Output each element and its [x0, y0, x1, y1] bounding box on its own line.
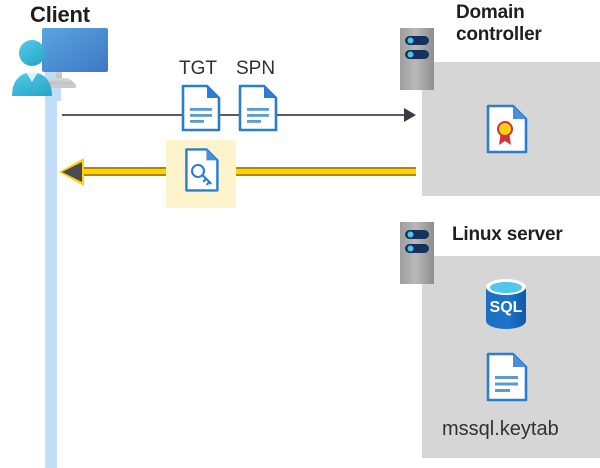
client-computer-user-icon — [10, 26, 110, 102]
certificate-icon — [486, 104, 528, 159]
keytab-file-label: mssql.keytab — [442, 418, 559, 440]
response-arrow-line-left — [80, 167, 166, 176]
server-rack-icon-domain-controller — [400, 28, 434, 90]
request-arrow-line — [62, 114, 410, 116]
page-title-linux-server: Linux server — [452, 224, 563, 245]
domain-controller-title-line1: Domain — [456, 2, 525, 23]
response-arrow-head — [62, 162, 82, 182]
page-title-domain-controller: Domain controller — [456, 2, 596, 47]
domain-controller-title-line2: controller — [456, 24, 542, 46]
document-icon-spn — [238, 84, 278, 137]
tgt-label: TGT — [179, 58, 217, 79]
document-icon-keytab — [486, 352, 528, 407]
page-title-client: Client — [30, 2, 90, 27]
key-document-icon — [185, 148, 219, 197]
response-arrow-line-right — [236, 167, 416, 176]
document-icon-tgt — [181, 84, 221, 137]
sql-database-icon: SQL — [480, 276, 532, 337]
server-rack-icon-linux-server — [400, 222, 434, 284]
client-lifeline — [45, 72, 57, 468]
request-arrow-head — [404, 108, 416, 122]
spn-label: SPN — [236, 58, 276, 79]
sql-database-label: SQL — [490, 299, 523, 316]
